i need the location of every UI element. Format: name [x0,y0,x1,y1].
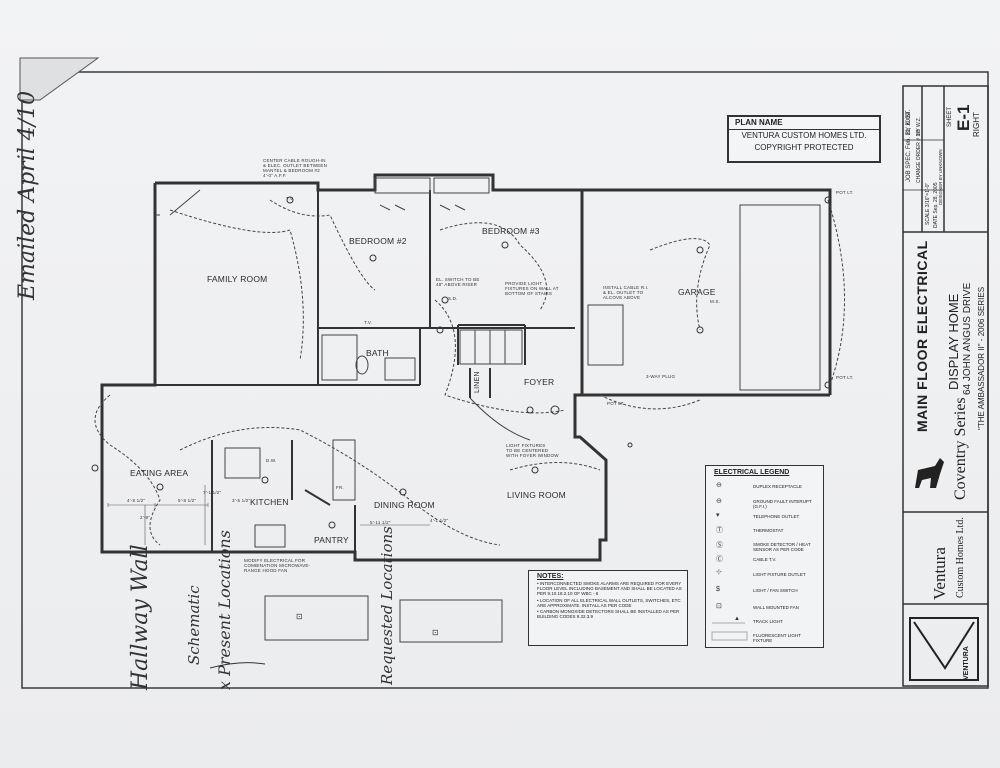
sheet-label: SHEET [947,106,953,127]
note-pot-light-2: POT LT. [836,375,854,380]
room-garage: GARAGE [678,287,716,297]
room-living-room: LIVING ROOM [507,490,566,500]
requested-location-mark: ⊡ [432,628,439,637]
note-provide-light: PROVIDE LIGHT FIXTURES ON WALL AT BOTTOM… [505,281,559,296]
notes-box: NOTES: • INTERCONNECTED SMOKE ALARMS ARE… [528,570,688,646]
note-tv-bedroom: T.V. [364,320,373,325]
light-fixture-icon: ⊹ [716,569,722,576]
dimension-label: 7'-1 1/2" [203,490,222,495]
legend-item: LIGHT / FAN SWITCH [753,588,798,593]
legend-item: THERMOSTAT [753,528,784,533]
note-tv-family: T.V. [286,196,295,201]
room-bedroom-2: BEDROOM #2 [349,236,407,246]
note-three-way-plug: 3-WAY PLUG [646,374,676,379]
legend-item: TRACK LIGHT [753,619,783,624]
gfi-icon: ⊖ [716,498,722,505]
legend-item: GROUND FAULT INTERUPT (G.F.I.) [753,499,812,509]
room-dining-room: DINING ROOM [374,500,435,510]
schematic-note: Schematic [185,585,203,665]
company-name: Ventura [930,547,949,600]
legend-item: DUPLEX RECEPTACLE [753,484,802,489]
address-label: 64 JOHN ANGUS DRIVE [962,282,973,395]
dimension-label: 4'-8 1/2" [127,498,146,503]
note-foyer-light-fixtures: LIGHT FIXTURES TO BE CENTERED WITH FOYER… [506,443,559,458]
by-field: BY K. ST. [906,109,912,135]
sheet-number: E-1 [954,104,973,131]
series-note-label: "THE AMBASSADOR II" - 2006 SERIES [977,286,986,430]
dimension-label: 3'-5 1/2" [232,498,251,503]
cable-tv-icon: Ⓒ [716,556,723,563]
by-field-2: BY W.Z. [916,116,922,135]
present-locations-note: x Present Locations [215,530,234,690]
note-center-cable: CENTER CABLE ROUGH-IN & ELEC. OUTLET BET… [263,158,328,178]
series-label: Coventry Series [952,397,969,500]
legend-item: TELEPHONE OUTLET [753,514,800,519]
hallway-wall-note: Hallway Wall [128,544,153,690]
notes-title: NOTES: [537,573,564,580]
display-home-label: DISPLAY HOME [946,293,961,390]
note-pot-light-3: POT LT. [607,401,625,406]
legend-item: FLUORESCENT LIGHT FIXTURE [753,633,801,643]
note-sd: S.D. [448,296,458,301]
note-ms: M.S. [710,299,721,304]
company-subtitle: Custom Homes Ltd. [955,517,966,598]
logo-text: VENTURA [963,646,970,680]
room-linen: LINEN [474,371,481,393]
legend-item: WALL MOUNTED FAN [753,605,799,610]
emailed-note: Emailed April 4/10 [15,90,40,300]
notes-item: • LOCATION OF ALL ELECTRICAL WALL OUTLET… [537,597,681,608]
change-order: CHANGE ORDER # 1-5 [916,129,922,183]
requested-locations-note: Requested Locations [378,526,396,685]
dimension-label: 5'-8 1/2" [178,498,197,503]
room-kitchen: KITCHEN [250,497,289,507]
note-dw: D.W. [266,458,277,463]
smoke-detector-icon: Ⓢ [716,542,723,549]
plan-name-box: PLAN NAME VENTURA CUSTOM HOMES LTD. COPY… [727,115,881,163]
note-install-cable: INSTALL CABLE R.I. & EL. OUTLET TO ALCOV… [603,285,649,300]
track-light-icon: ▲ [734,616,740,622]
designer-field: DESIGNER BY UNKNOWN [938,149,943,205]
switch-icon: $ [716,586,720,593]
thermostat-icon: Ⓣ [716,527,723,534]
legend-item: CABLE T.V. [753,557,777,562]
fluorescent-fixture-icon: ▭ [754,628,755,629]
telephone-outlet-icon: ▾ [716,512,720,519]
legend-item: LIGHT FIXTURE OUTLET [753,572,806,577]
electrical-legend: ELECTRICAL LEGEND ⊖ DUPLEX RECEPTACLE ⊖ … [705,465,824,648]
dimension-label: 4'-1 1/2" [430,518,449,523]
scale-field: SCALE 3/16"=1'-0" [925,182,931,225]
note-el-switch: EL. SWITCH TO BE 48" ABOVE RISER [436,277,480,287]
legend-item: SMOKE DETECTOR / HEAT SENSOR AS PER CODE [753,542,811,552]
room-bedroom-3: BEDROOM #3 [482,226,540,236]
present-location-mark: ⊡ [296,612,303,621]
note-modify-electrical: MODIFY ELECTRICAL FOR COMBINATION MICROW… [244,558,311,573]
plan-name-heading: PLAN NAME [729,117,879,130]
notes-item: • CARBON MONOXIDE DETECTORS SHALL BE INS… [537,609,680,620]
room-pantry: PANTRY [314,535,349,545]
duplex-receptacle-icon: ⊖ [716,482,722,489]
drawing-title: MAIN FLOOR ELECTRICAL [914,240,930,432]
room-foyer: FOYER [524,377,555,387]
plan-name-copyright: COPYRIGHT PROTECTED [754,143,854,152]
dimension-label: 2'-9" [140,515,150,520]
room-bath: BATH [366,348,389,358]
room-family-room: FAMILY ROOM [207,274,268,284]
plan-name-company: VENTURA CUSTOM HOMES LTD. [741,131,867,140]
dimension-label: 5'-11 1/2" [370,520,391,525]
room-eating-area: EATING AREA [130,468,189,478]
legend-title: ELECTRICAL LEGEND [714,469,790,476]
wall-fan-icon: ⊡ [716,603,722,610]
notes-item: • INTERCONNECTED SMOKE ALARMS ARE REQUIR… [537,581,682,597]
note-pot-light-1: POT LT. [836,190,854,195]
note-fr: FR. [336,485,344,490]
sheet-side: RIGHT [972,112,981,137]
